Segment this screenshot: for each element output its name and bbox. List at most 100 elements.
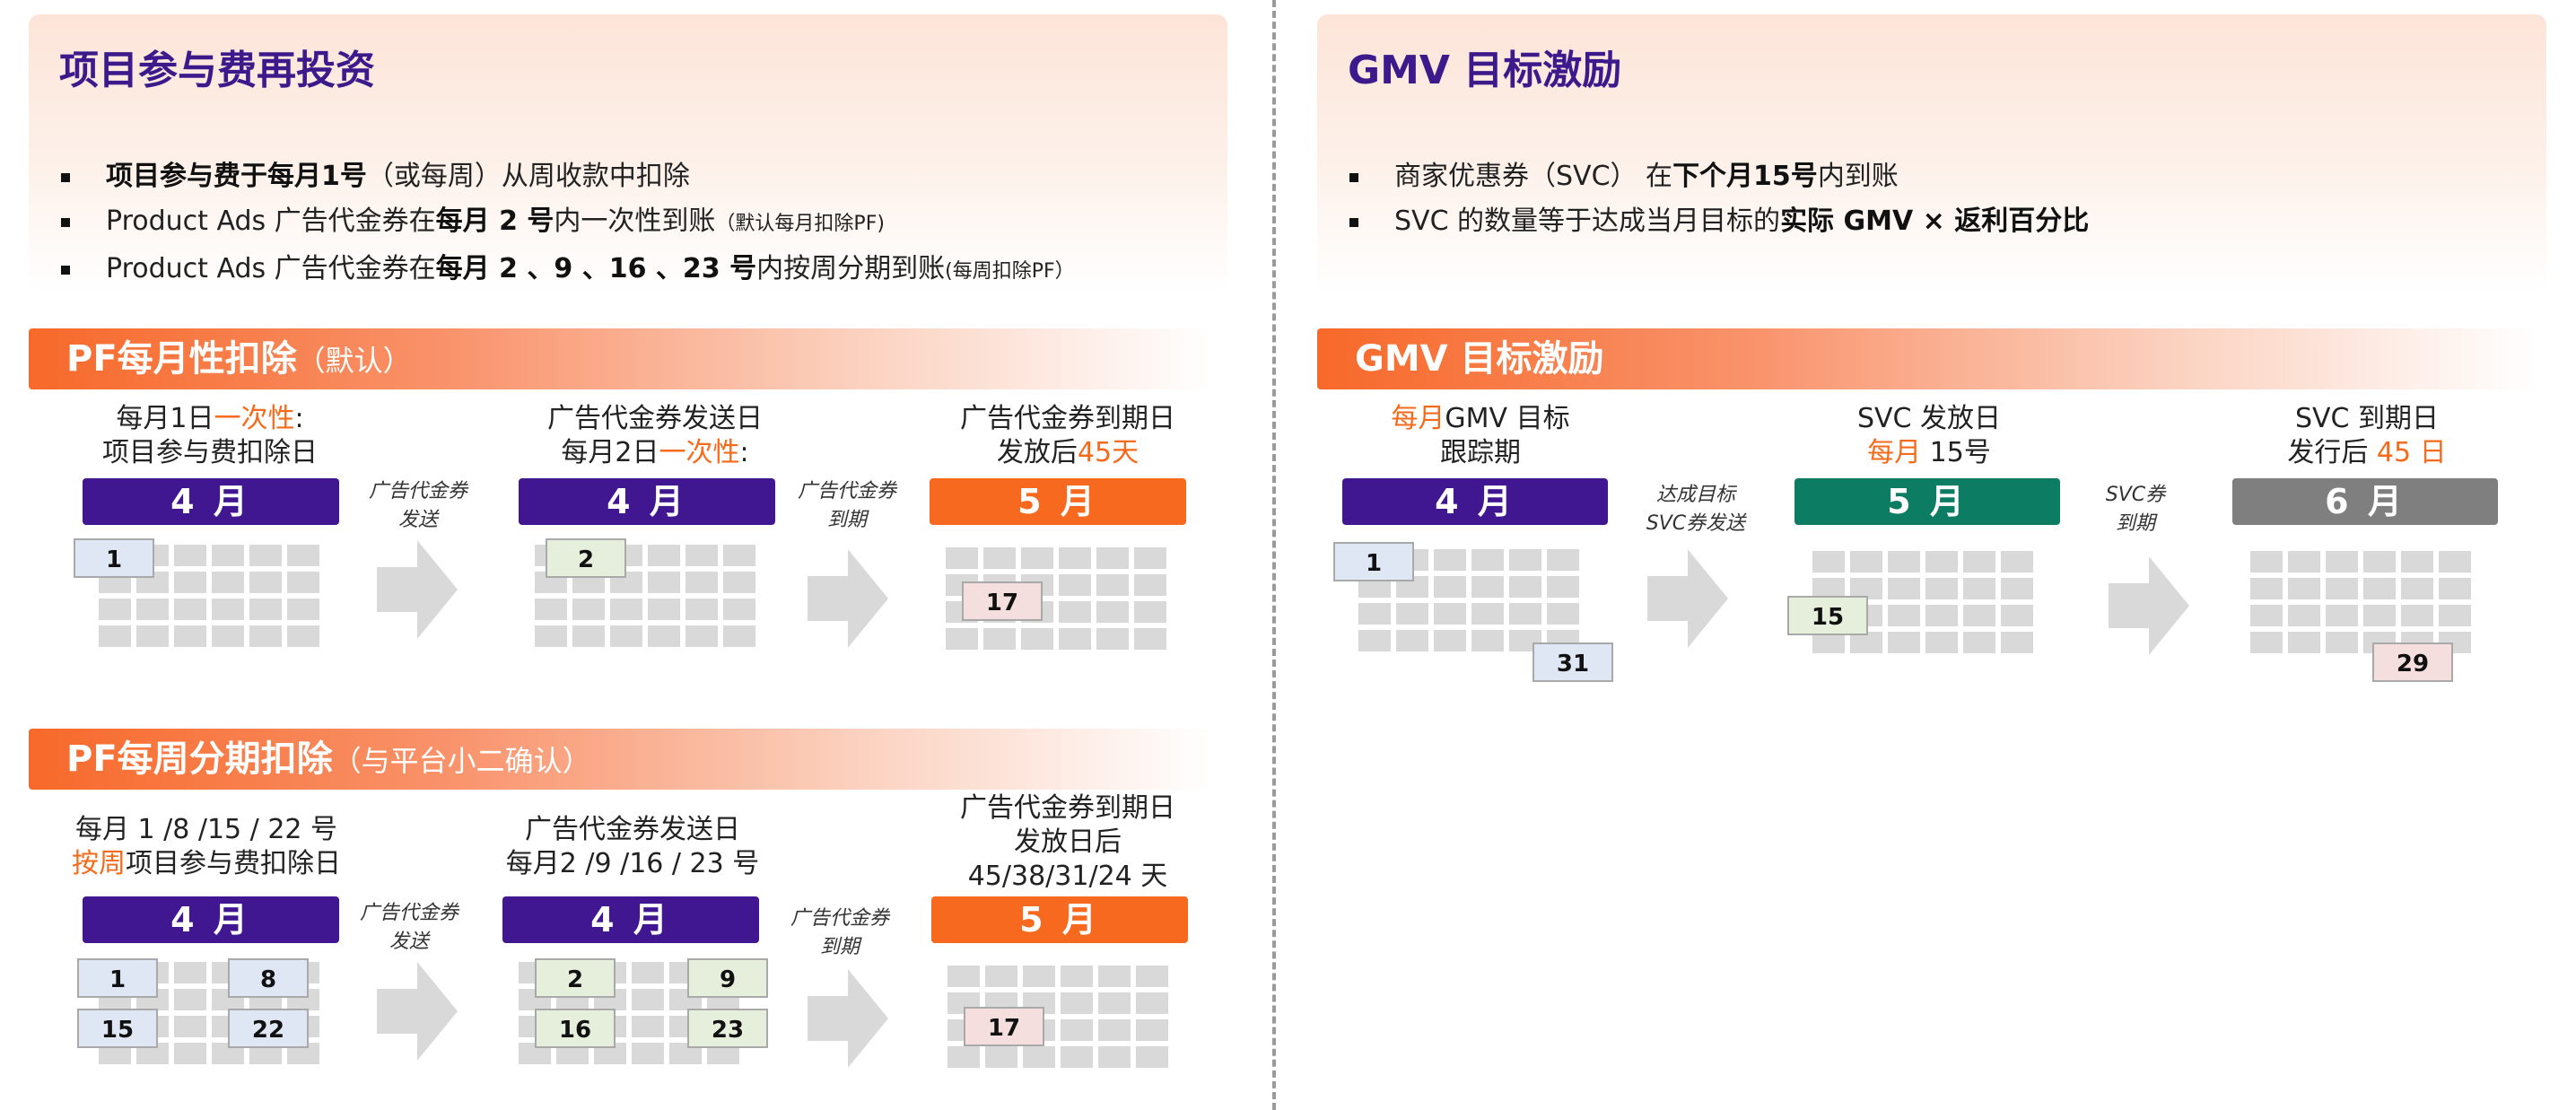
calendar-cell [723, 545, 755, 566]
calendar-cell [1059, 547, 1091, 569]
weekly-col2-label: 广告代金券发送日 每月2 /9 /16 / 23 号 [505, 814, 760, 879]
right-bullet-list: 商家优惠券（SVC） 在下个月15号内到账 SVC 的数量等于达成当月目标的实际… [1348, 154, 2089, 244]
calendar-cell [136, 599, 169, 620]
calendar-cell [174, 599, 206, 620]
calendar-cell [946, 547, 978, 569]
calendar-cell [985, 1046, 1017, 1068]
left-bullet-3: Product Ads 广告代金券在每月 2 、9 、16 、23 号内按周分期… [59, 247, 1075, 294]
arrow-right-icon [808, 969, 888, 1068]
arrow-right-icon [808, 549, 888, 648]
calendar-cell [648, 599, 680, 620]
calendar-cell [1059, 601, 1091, 623]
calendar-cell [212, 572, 244, 593]
calendar-day: 1 [74, 538, 154, 578]
calendar-day: 16 [535, 1009, 616, 1048]
calendar-cell [1434, 630, 1466, 651]
calendar-cell [174, 545, 206, 566]
calendar-cell [572, 599, 605, 620]
calendar-cell [174, 1016, 206, 1037]
calendar-cell [723, 572, 755, 593]
calendar-cell [1059, 628, 1091, 650]
calendar-cell [1021, 628, 1053, 650]
calendar-cell [632, 1016, 664, 1037]
calendar-cell [2288, 578, 2320, 599]
calendar-cell [2401, 578, 2433, 599]
calendar-cell [1850, 551, 1882, 572]
calendar-day: 15 [1787, 596, 1868, 635]
calendar-cell [632, 989, 664, 1010]
calendar-cell [1963, 605, 1995, 626]
left-header-panel [29, 14, 1227, 293]
calendar-cell [1963, 578, 1995, 599]
arrow-right-icon [377, 962, 458, 1061]
weekly-col3-label: 广告代金券到期日 发放日后 45/38/31/24 天 [960, 792, 1175, 892]
calendar-cell [174, 625, 206, 647]
calendar-cell [2439, 578, 2471, 599]
calendar-cell [1925, 578, 1958, 599]
calendar-cell [1134, 628, 1166, 650]
calendar-cell [1963, 551, 1995, 572]
calendar-cell [2439, 551, 2471, 572]
monthly-col2-month: 4 月 [519, 478, 775, 525]
monthly-col3-label: 广告代金券到期日 发放后45天 [960, 403, 1175, 468]
calendar-cell [2326, 551, 2358, 572]
calendar-cell [1888, 578, 1920, 599]
calendar-cell [287, 572, 319, 593]
calendar-cell [1434, 549, 1466, 571]
gmv-col2-label: SVC 发放日 每月 15号 [1856, 403, 2002, 468]
calendar-cell [1098, 1019, 1131, 1041]
calendar-day: 22 [228, 1009, 309, 1048]
weekly-col1-label: 每月 1 /8 /15 / 22 号 按周项目参与费扣除日 [72, 814, 341, 879]
calendar-cell [249, 625, 282, 647]
calendar-cell [610, 599, 642, 620]
section-bar-weekly: PF每周分期扣除（与平台小二确认） [29, 729, 1213, 790]
calendar-day: 9 [687, 958, 768, 998]
calendar-cell [2250, 578, 2283, 599]
calendar-cell [1021, 547, 1053, 569]
calendar-day: 1 [77, 958, 158, 998]
monthly-col1-month: 4 月 [83, 478, 339, 525]
calendar-cell [2250, 551, 2283, 572]
gmv-col3-month: 6 月 [2232, 478, 2498, 525]
calendar-cell [2288, 632, 2320, 653]
calendar-cell [947, 1046, 980, 1068]
calendar-cell [249, 572, 282, 593]
calendar-cell [1059, 574, 1091, 596]
calendar-day: 1 [1333, 542, 1414, 581]
gmv-col2-month: 5 月 [1794, 478, 2060, 525]
calendar-cell [1134, 547, 1166, 569]
calendar-cell [1096, 547, 1129, 569]
calendar-cell [2250, 605, 2283, 626]
calendar-cell [174, 989, 206, 1010]
calendar-cell [1136, 966, 1168, 987]
calendar-cell [685, 599, 718, 620]
calendar-cell [1098, 966, 1131, 987]
left-panel-title: 项目参与费再投资 [59, 48, 375, 93]
calendar-cell [685, 625, 718, 647]
calendar-cell [2001, 551, 2033, 572]
calendar-cell [1509, 549, 1541, 571]
calendar-grid [99, 545, 319, 647]
calendar-cell [174, 962, 206, 983]
calendar-cell [1888, 632, 1920, 653]
calendar-cell [1888, 551, 1920, 572]
calendar-cell [535, 599, 567, 620]
right-bullet-1: 商家优惠券（SVC） 在下个月15号内到账 [1348, 154, 2089, 199]
calendar-cell [723, 625, 755, 647]
section-bar-monthly: PF每月性扣除（默认） [29, 328, 1213, 389]
calendar-cell [1061, 966, 1093, 987]
left-bullet-2: Product Ads 广告代金券在每月 2 号内一次性到账（默认每月扣除PF) [59, 199, 1075, 247]
calendar-cell [2326, 578, 2358, 599]
calendar-cell [1471, 603, 1504, 625]
calendar-cell [685, 572, 718, 593]
monthly-col2-label: 广告代金券发送日 每月2日一次性: [547, 403, 763, 468]
calendar-cell [2250, 632, 2283, 653]
calendar-day: 29 [2372, 642, 2453, 682]
weekly-col3-month: 5 月 [931, 896, 1188, 943]
calendar-cell [1925, 551, 1958, 572]
calendar-cell [1098, 1046, 1131, 1068]
gmv-col1-month: 4 月 [1342, 478, 1608, 525]
arrow-right-icon [377, 540, 458, 639]
calendar-cell [947, 966, 980, 987]
calendar-cell [136, 625, 169, 647]
